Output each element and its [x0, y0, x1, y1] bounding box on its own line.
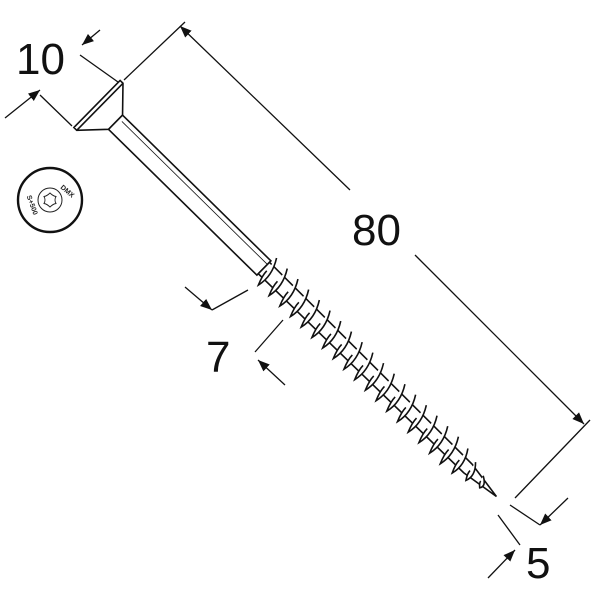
thread-dimension: [487, 497, 569, 579]
thread-turn: [342, 341, 363, 372]
thread-turn: [310, 310, 331, 340]
thread-diameter-label: 5: [526, 539, 550, 588]
head-diameter-label: 10: [16, 35, 65, 84]
thread-turn: [450, 448, 469, 475]
thread-turn: [256, 257, 278, 287]
thread-turn: [395, 394, 417, 424]
thread-turn: [353, 352, 374, 382]
thread-turn: [288, 289, 310, 319]
thread-turn: [363, 362, 385, 393]
shank-dimension: [184, 286, 286, 386]
head-marking: DMX S+500: [16, 166, 84, 234]
extension-line: [514, 419, 591, 499]
head-dimension: [4, 29, 119, 127]
extension-line: [123, 21, 186, 81]
thread-turn: [438, 436, 460, 466]
length-dimension: [123, 21, 591, 499]
thread-turn: [331, 331, 353, 361]
thread-turn: [374, 373, 396, 403]
torx-icon: [37, 187, 63, 213]
thread-turn: [478, 475, 486, 489]
thread-turn: [427, 426, 449, 456]
thread-turn: [278, 278, 299, 309]
length-label: 80: [352, 206, 401, 255]
dimension-line: [179, 25, 351, 191]
thread-turn: [464, 462, 477, 482]
thread-turn: [417, 415, 438, 445]
head-outline: [16, 166, 84, 234]
thread-turn: [267, 268, 289, 298]
screw-core: [257, 261, 498, 498]
torx-recess-icon: [43, 192, 57, 208]
thread-turn: [385, 383, 406, 414]
head-top-line: [76, 82, 124, 131]
shank-highlight: [121, 121, 268, 265]
shank-diameter-label: 7: [206, 333, 230, 382]
thread-turn: [320, 320, 342, 351]
screw-shank: [107, 113, 273, 277]
thread-turn: [299, 299, 321, 330]
dimension-line: [414, 254, 585, 425]
screw: [72, 79, 498, 498]
thread-turn: [406, 405, 428, 435]
code-mark: S+500: [25, 195, 39, 217]
